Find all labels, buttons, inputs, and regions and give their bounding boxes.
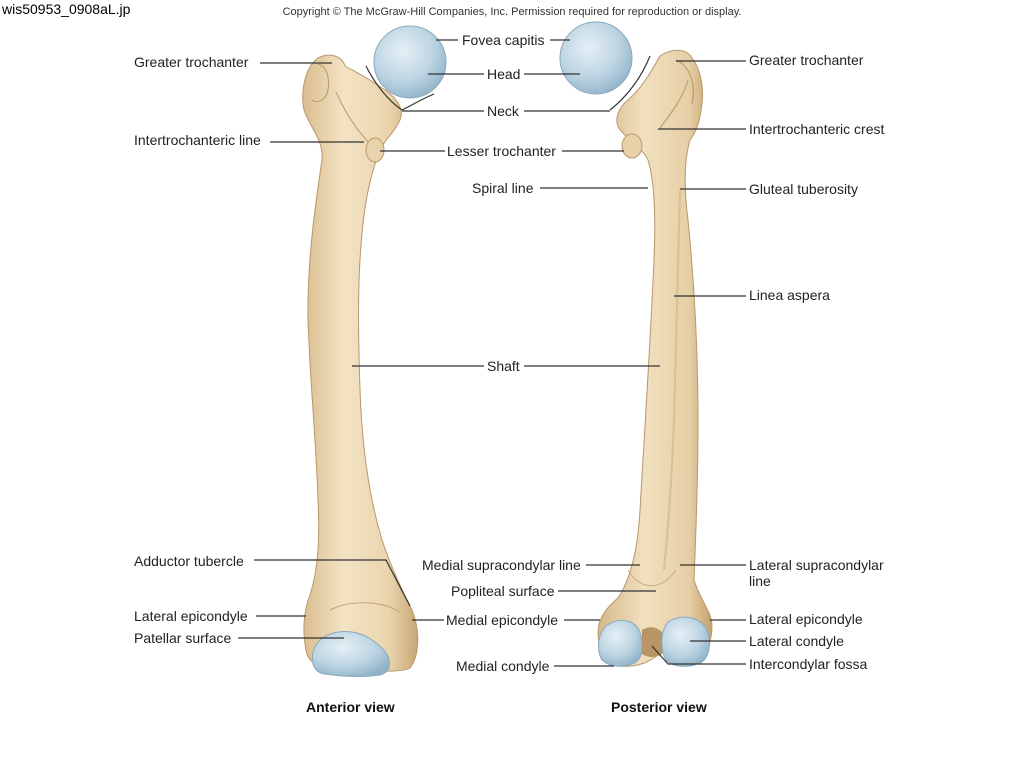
posterior-intercondylar-fossa-shape xyxy=(642,627,662,657)
label-gluteal-tuberosity: Gluteal tuberosity xyxy=(749,181,858,197)
posterior-medial-condyle-shape xyxy=(598,619,643,667)
label-greater-trochanter-right: Greater trochanter xyxy=(749,52,864,68)
anterior-patellar-cartilage xyxy=(311,631,390,678)
label-adductor-tubercle: Adductor tubercle xyxy=(134,553,244,569)
label-intercondylar-fossa: Intercondylar fossa xyxy=(749,656,868,672)
posterior-intertrochanteric-crest xyxy=(659,79,689,129)
label-lateral-condyle: Lateral condyle xyxy=(749,633,844,649)
label-greater-trochanter-left: Greater trochanter xyxy=(134,54,249,70)
label-popliteal-surface: Popliteal surface xyxy=(451,583,555,599)
posterior-lateral-condyle-shape xyxy=(661,616,710,667)
label-intertrochanteric-crest: Intertrochanteric crest xyxy=(749,121,885,137)
label-lesser-trochanter: Lesser trochanter xyxy=(447,143,556,159)
label-medial-epicondyle: Medial epicondyle xyxy=(446,612,559,628)
label-shaft: Shaft xyxy=(487,358,520,374)
anterior-intertrochanteric-ridge xyxy=(335,91,373,147)
label-spiral-line: Spiral line xyxy=(472,180,534,196)
posterior-popliteal-surface-shape xyxy=(627,569,677,587)
posterior-head-shape xyxy=(559,21,633,95)
label-lateral-supracondylar-line-2: line xyxy=(749,573,771,589)
label-lateral-supracondylar-line-1: Lateral supracondylar xyxy=(749,557,884,573)
label-fovea-capitis: Fovea capitis xyxy=(462,32,545,48)
posterior-greater-trochanter-detail xyxy=(675,59,694,105)
label-patellar-surface: Patellar surface xyxy=(134,630,232,646)
label-head: Head xyxy=(487,66,521,82)
posterior-femur-body xyxy=(597,49,713,667)
label-medial-condyle: Medial condyle xyxy=(456,658,550,674)
caption-posterior-view: Posterior view xyxy=(611,699,707,715)
leader-lines xyxy=(238,39,746,667)
anterior-greater-trochanter-detail xyxy=(311,63,329,103)
leader-adductor-tubercle xyxy=(254,559,411,607)
posterior-lesser-trochanter-shape xyxy=(621,133,643,159)
caption-anterior-view: Anterior view xyxy=(306,699,395,715)
anterior-neck-outline-2 xyxy=(401,93,435,111)
posterior-femur xyxy=(559,21,713,667)
copyright-notice: Copyright © The McGraw-Hill Companies, I… xyxy=(282,6,742,18)
label-neck: Neck xyxy=(487,103,519,119)
label-lateral-epicondyle-left: Lateral epicondyle xyxy=(134,608,248,624)
leader-intercondylar-fossa xyxy=(651,645,746,665)
anterior-femur xyxy=(302,25,447,678)
filename-label: wis50953_0908aL.jp xyxy=(2,1,131,17)
label-linea-aspera: Linea aspera xyxy=(749,287,830,303)
anterior-head-shape xyxy=(373,25,447,99)
posterior-neck-outline xyxy=(609,55,651,111)
label-medial-supracondylar-line: Medial supracondylar line xyxy=(422,557,581,573)
anterior-femur-body xyxy=(302,54,419,672)
anterior-distal-shading xyxy=(329,602,401,613)
anterior-neck-outline xyxy=(365,65,403,111)
anterior-lesser-trochanter-shape xyxy=(365,137,385,163)
posterior-linea-aspera xyxy=(663,189,681,571)
label-lateral-epicondyle-right: Lateral epicondyle xyxy=(749,611,863,627)
label-intertrochanteric-line: Intertrochanteric line xyxy=(134,132,261,148)
